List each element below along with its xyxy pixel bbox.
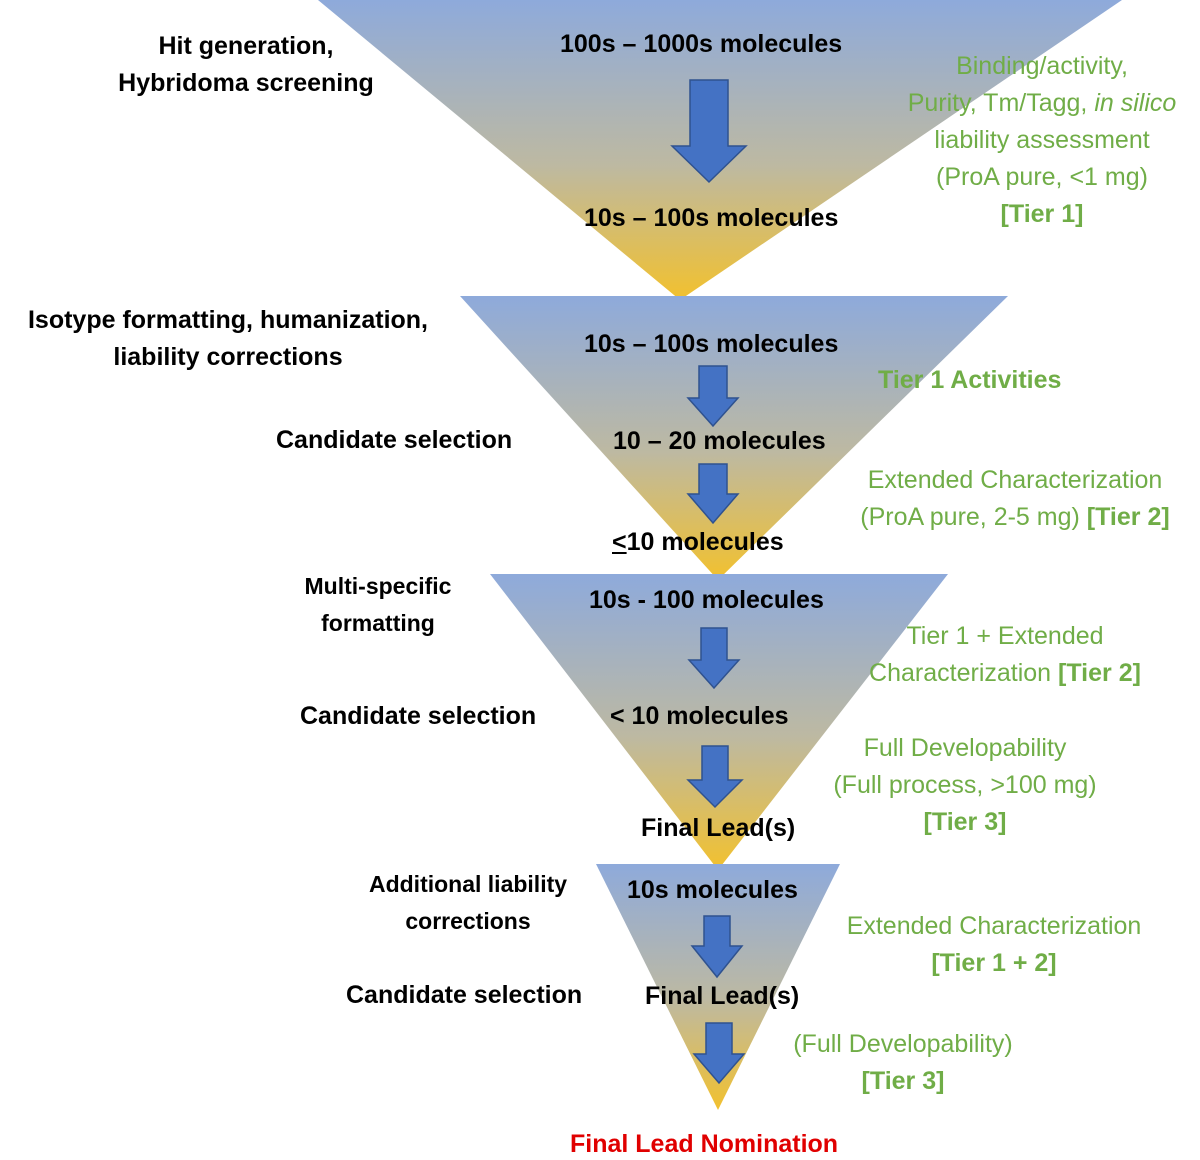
stage4-candidate-selection: Candidate selection bbox=[346, 981, 583, 1009]
stage3-b-tier-label: [Tier 3] bbox=[923, 808, 1007, 836]
stage1-left-line-1: Hit generation, bbox=[158, 32, 334, 60]
down-arrow-icon bbox=[686, 365, 740, 428]
down-arrow-icon bbox=[687, 627, 741, 690]
stage1-molecules-top: 100s – 1000s molecules bbox=[560, 30, 843, 58]
stage2-ext-line-1: Extended Characterization bbox=[867, 466, 1163, 494]
stage3-molecules-top: 10s - 100 molecules bbox=[589, 586, 824, 614]
stage3-b-tier: [Tier 3] bbox=[804, 804, 1126, 841]
stage3-a-tier-label: [Tier 2] bbox=[1058, 659, 1141, 687]
stage1-right-line-2b: in silico bbox=[1094, 89, 1177, 117]
stage2-candidate-selection: Candidate selection bbox=[276, 426, 513, 454]
stage3-a-line-1: Tier 1 + Extended bbox=[906, 622, 1104, 650]
stage4-a-line-1: Extended Characterization bbox=[846, 912, 1142, 940]
stage3-molecules-mid: < 10 molecules bbox=[610, 702, 789, 730]
stage4-final-lead: Final Lead(s) bbox=[645, 982, 800, 1010]
stage1-process-label: Hit generation, Hybridoma screening bbox=[96, 28, 396, 102]
stage1-molecules-bottom: 10s – 100s molecules bbox=[584, 204, 839, 232]
less-equal-symbol: < bbox=[612, 528, 627, 556]
stage1-tier-badge: [Tier 1] bbox=[868, 196, 1200, 233]
stage3-a-line-2: Characterization [Tier 2] bbox=[830, 655, 1180, 692]
stage1-right-line-4: (ProA pure, <1 mg) bbox=[936, 163, 1148, 191]
stage2-ext-line-2: (ProA pure, 2-5 mg) [Tier 2] bbox=[830, 499, 1200, 536]
stage4-b-tier-label: [Tier 3] bbox=[861, 1067, 945, 1095]
stage4-left-line-2: corrections bbox=[405, 908, 531, 934]
stage2-process-label: Isotype formatting, humanization, liabil… bbox=[0, 302, 456, 376]
stage2-molecules-top: 10s – 100s molecules bbox=[584, 330, 839, 358]
final-lead-nomination: Final Lead Nomination bbox=[570, 1130, 839, 1158]
stage1-right-line-3: liability assessment bbox=[934, 126, 1150, 154]
stage3-process-label: Multi-specific formatting bbox=[260, 568, 496, 642]
stage2-left-line-1: Isotype formatting, humanization, bbox=[27, 306, 428, 334]
stage3-candidate-selection: Candidate selection bbox=[300, 702, 537, 730]
stage1-left-line-2: Hybridoma screening bbox=[118, 69, 374, 97]
stage1-right-line-2: Purity, Tm/Tagg, in silico bbox=[868, 85, 1200, 122]
down-arrow-icon bbox=[686, 463, 740, 525]
stage3-left-line-2: formatting bbox=[321, 610, 435, 636]
stage3-b-line-2: (Full process, >100 mg) bbox=[833, 771, 1097, 799]
stage3-left-line-1: Multi-specific bbox=[304, 573, 452, 599]
stage4-a-tier-label: [Tier 1 + 2] bbox=[931, 949, 1057, 977]
stage3-extended-annotation: Tier 1 + Extended Characterization [Tier… bbox=[830, 618, 1180, 692]
stage1-right-line-2a: Purity, Tm/Tagg, bbox=[907, 89, 1088, 117]
stage2-molecules-mid: 10 – 20 molecules bbox=[613, 427, 826, 455]
stage4-extended-annotation: Extended Characterization [Tier 1 + 2] bbox=[812, 908, 1176, 982]
stage3-final-lead: Final Lead(s) bbox=[641, 814, 796, 842]
funnel-3 bbox=[490, 574, 948, 870]
stage2-tier1-activities: Tier 1 Activities bbox=[878, 362, 1061, 399]
stage2-extended-annotation: Extended Characterization (ProA pure, 2-… bbox=[830, 462, 1200, 536]
stage2-left-line-2: liability corrections bbox=[113, 343, 343, 371]
down-arrow-icon bbox=[690, 915, 744, 979]
stage2-molecules-bottom-text: 10 molecules bbox=[626, 528, 784, 556]
funnel-4 bbox=[596, 864, 840, 1110]
stage3-b-line-1: Full Developability bbox=[863, 734, 1067, 762]
stage2-molecules-bottom: <10 molecules bbox=[612, 524, 784, 561]
stage1-right-line-1: Binding/activity, bbox=[956, 52, 1128, 80]
stage4-left-line-1: Additional liability bbox=[368, 871, 568, 897]
down-arrow-icon bbox=[686, 745, 744, 809]
stage3-a-line-2a: Characterization bbox=[869, 659, 1052, 687]
stage4-developability-annotation: (Full Developability) [Tier 3] bbox=[762, 1026, 1044, 1100]
stage4-process-label: Additional liability corrections bbox=[332, 866, 604, 940]
stage4-b-line-1: (Full Developability) bbox=[793, 1030, 1013, 1058]
stage1-assessment-annotation: Binding/activity, Purity, Tm/Tagg, in si… bbox=[868, 48, 1200, 233]
stage4-molecules-top: 10s molecules bbox=[627, 876, 798, 904]
stage2-ext-line-2a: (ProA pure, 2-5 mg) bbox=[860, 503, 1080, 531]
stage2-tier1-activities-text: Tier 1 Activities bbox=[878, 366, 1062, 394]
stage4-b-tier: [Tier 3] bbox=[762, 1063, 1044, 1100]
funnel-2 bbox=[460, 296, 1008, 580]
down-arrow-icon bbox=[670, 79, 748, 184]
stage2-tier-label: [Tier 2] bbox=[1086, 503, 1170, 531]
stage3-developability-annotation: Full Developability (Full process, >100 … bbox=[804, 730, 1126, 841]
down-arrow-icon bbox=[692, 1022, 746, 1085]
stage1-tier-label: [Tier 1] bbox=[1000, 200, 1084, 228]
stage4-a-tier: [Tier 1 + 2] bbox=[812, 945, 1176, 982]
